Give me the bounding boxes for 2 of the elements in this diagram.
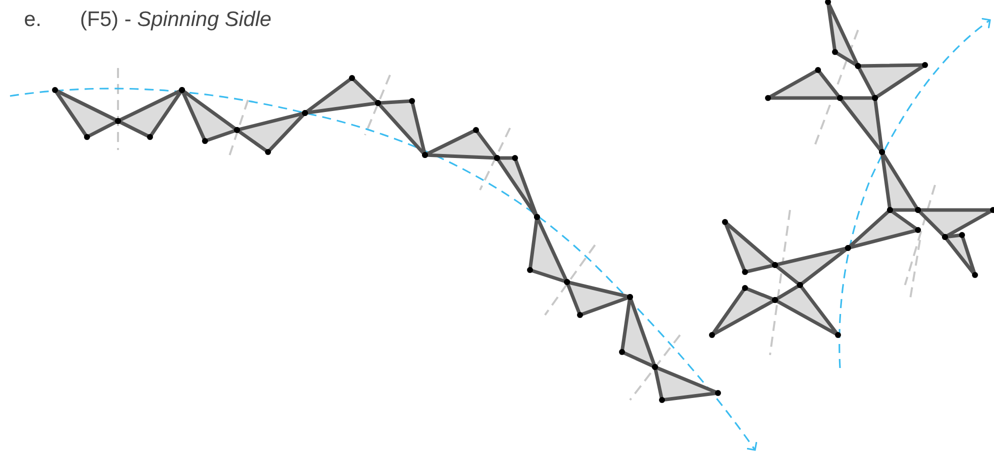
panel-letter: e. [24, 8, 42, 32]
figure-title: (F5) - Spinning Sidle [80, 8, 272, 32]
